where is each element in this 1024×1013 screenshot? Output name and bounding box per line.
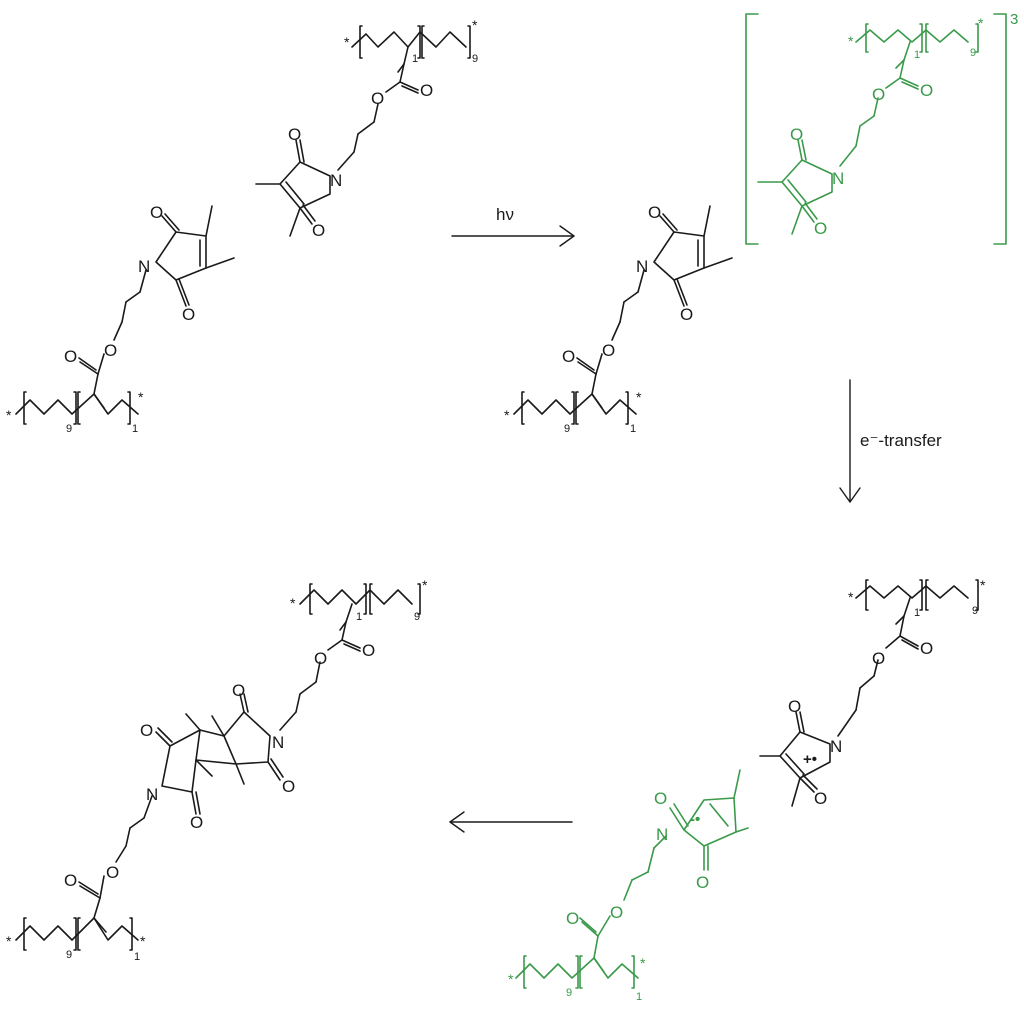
- repeat-subscript: 9: [564, 423, 570, 435]
- chain-end-star: *: [290, 595, 296, 611]
- molecule-excited-chain: [757, 23, 979, 235]
- oxygen-label: O: [232, 681, 245, 700]
- molecule-lower-left-chain: [15, 205, 235, 425]
- label-hv: hν: [496, 205, 514, 224]
- chain-end-star: *: [848, 589, 854, 605]
- oxygen-label: O: [696, 873, 709, 892]
- nitrogen-label: N: [832, 169, 844, 188]
- nitrogen-label: N: [330, 171, 342, 190]
- oxygen-label: O: [920, 639, 933, 658]
- repeat-subscript: 9: [970, 47, 976, 59]
- repeat-subscript: 9: [972, 605, 978, 617]
- chain-end-star: *: [140, 933, 146, 949]
- molecule-upper-left-labels: * * 1 9 O O N O O: [288, 17, 478, 240]
- radical-cation-symbol: +•: [803, 751, 817, 768]
- nitrogen-label: N: [138, 257, 150, 276]
- molecule-dimer-chain: [15, 583, 421, 951]
- molecule-lower-left-labels: N O O O O * * 9 1: [6, 203, 195, 435]
- repeat-subscript: 1: [132, 423, 138, 435]
- oxygen-label: O: [654, 789, 667, 808]
- oxygen-label: O: [920, 81, 933, 100]
- molecule-radical-cation-chain: [759, 579, 979, 807]
- chain-end-star: *: [472, 17, 478, 33]
- oxygen-label: O: [872, 649, 885, 668]
- repeat-subscript: 9: [414, 611, 420, 623]
- molecule-dimer-labels: * * 1 9 O O N O O O N O O O * * 9 1: [6, 577, 428, 963]
- repeat-subscript: 9: [472, 53, 478, 65]
- oxygen-label: O: [814, 219, 827, 238]
- triplet-superscript: 3: [1010, 11, 1018, 28]
- oxygen-label: O: [64, 871, 77, 890]
- arrow-electron-transfer: [839, 379, 861, 503]
- chain-end-star: *: [138, 389, 144, 405]
- oxygen-label: O: [150, 203, 163, 222]
- oxygen-label: O: [790, 125, 803, 144]
- oxygen-label: O: [312, 221, 325, 240]
- oxygen-label: O: [814, 789, 827, 808]
- repeat-subscript: 9: [66, 423, 72, 435]
- chain-end-star: *: [422, 577, 428, 593]
- oxygen-label: O: [104, 341, 117, 360]
- oxygen-label: O: [680, 305, 693, 324]
- oxygen-label: O: [566, 909, 579, 928]
- nitrogen-label: N: [636, 257, 648, 276]
- molecule-radical-anion-labels: N O O O O -• * * 9 1: [508, 789, 709, 1003]
- chain-end-star: *: [980, 577, 986, 593]
- molecule-radical-cation-labels: * * 1 9 O O N O O +•: [788, 577, 986, 808]
- arrow-irradiation: [451, 225, 575, 247]
- oxygen-label: O: [314, 649, 327, 668]
- oxygen-label: O: [602, 341, 615, 360]
- oxygen-label: O: [64, 347, 77, 366]
- chain-end-star: *: [848, 33, 854, 49]
- repeat-subscript: 9: [66, 949, 72, 961]
- oxygen-label: O: [282, 777, 295, 796]
- molecule-excited-labels: * * 1 9 O O N O O: [790, 15, 984, 238]
- excited-state-bracket: [745, 13, 1007, 245]
- molecule-ground-labels: N O O O O * * 9 1: [504, 203, 693, 435]
- repeat-subscript: 9: [566, 987, 572, 999]
- chain-end-star: *: [508, 971, 514, 987]
- oxygen-label: O: [182, 305, 195, 324]
- repeat-subscript: 1: [134, 951, 140, 963]
- oxygen-label: O: [140, 721, 153, 740]
- chain-end-star: *: [344, 34, 350, 50]
- radical-anion-symbol: -•: [690, 811, 700, 828]
- oxygen-label: O: [788, 697, 801, 716]
- nitrogen-label: N: [656, 825, 668, 844]
- oxygen-label: O: [288, 125, 301, 144]
- chain-end-star: *: [6, 407, 12, 423]
- oxygen-label: O: [562, 347, 575, 366]
- repeat-subscript: 1: [412, 53, 418, 65]
- repeat-subscript: 1: [630, 423, 636, 435]
- chain-end-star: *: [504, 407, 510, 423]
- chain-end-star: *: [640, 955, 646, 971]
- oxygen-label: O: [371, 89, 384, 108]
- molecule-upper-left-chain: [255, 25, 471, 237]
- repeat-subscript: 1: [356, 611, 362, 623]
- oxygen-label: O: [610, 903, 623, 922]
- nitrogen-label: N: [830, 737, 842, 756]
- oxygen-label: O: [362, 641, 375, 660]
- repeat-subscript: 1: [914, 49, 920, 61]
- oxygen-label: O: [872, 85, 885, 104]
- chain-end-star: *: [6, 933, 12, 949]
- oxygen-label: O: [648, 203, 661, 222]
- label-electron-transfer: e⁻-transfer: [860, 431, 942, 450]
- oxygen-label: O: [420, 81, 433, 100]
- arrow-cycloaddition: [449, 811, 573, 833]
- nitrogen-label: N: [272, 733, 284, 752]
- molecule-radical-anion-chain: [515, 769, 749, 989]
- nitrogen-label: N: [146, 785, 158, 804]
- oxygen-label: O: [190, 813, 203, 832]
- molecule-ground-chain: [513, 205, 733, 425]
- repeat-subscript: 1: [636, 991, 642, 1003]
- oxygen-label: O: [106, 863, 119, 882]
- repeat-subscript: 1: [914, 607, 920, 619]
- chain-end-star: *: [978, 15, 984, 31]
- chain-end-star: *: [636, 389, 642, 405]
